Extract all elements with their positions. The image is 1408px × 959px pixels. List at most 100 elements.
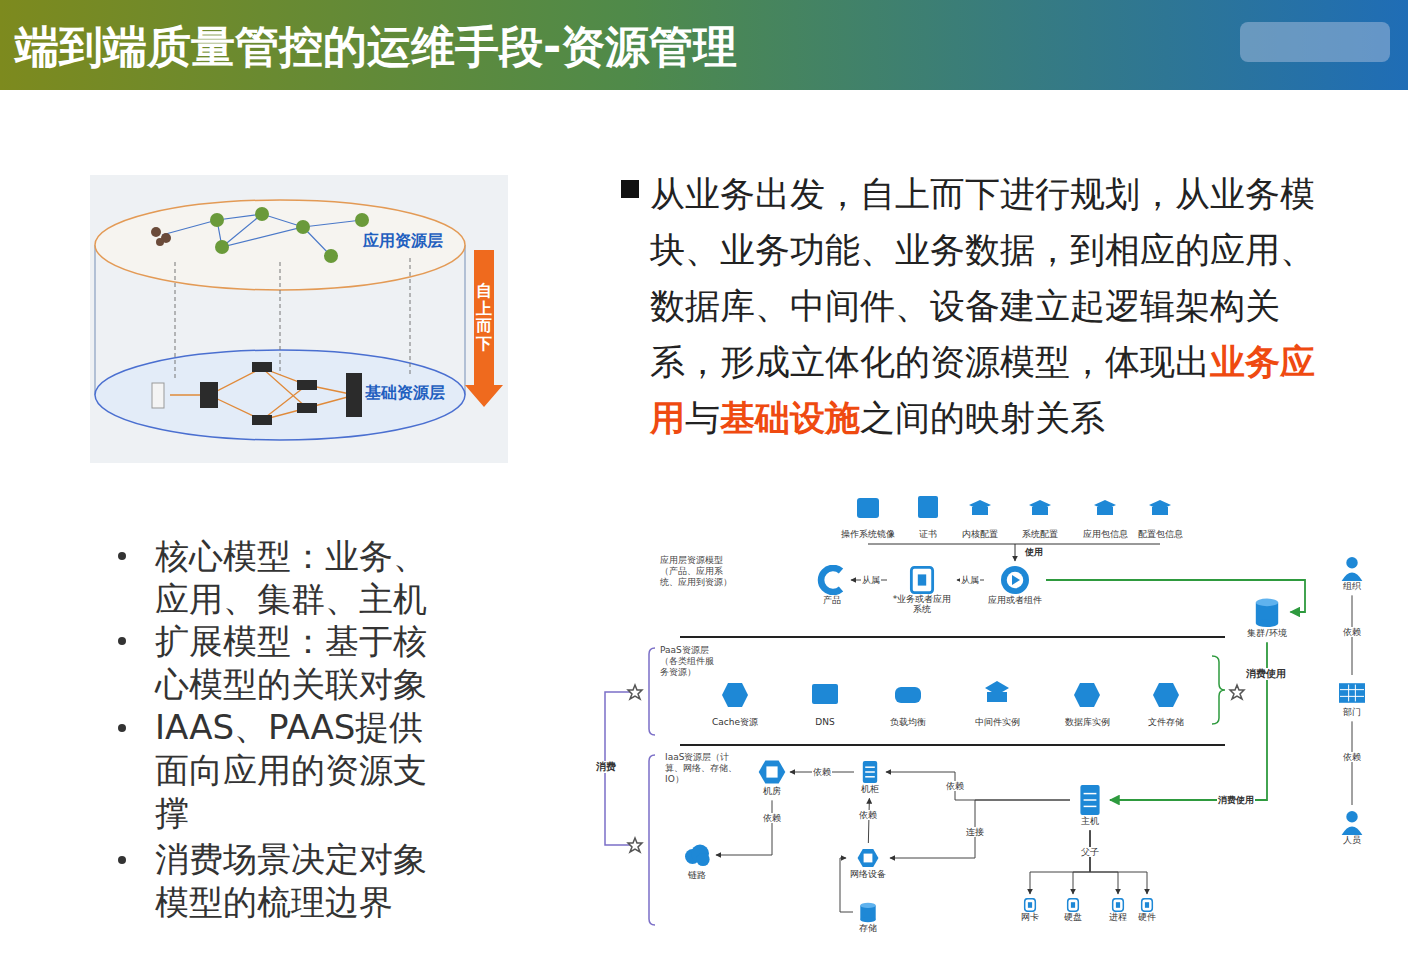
cylinder-illustration <box>151 227 161 237</box>
node-icon <box>908 566 936 594</box>
node-icon <box>1340 696 1364 697</box>
node-icon <box>1346 557 1357 568</box>
resource-node: 链路 <box>680 838 714 882</box>
node-icon <box>1084 806 1097 808</box>
edge-label: 依赖 <box>858 810 878 820</box>
paragraph: 从业务出发，自上而下进行规划，从业务模块、业务功能、业务数据，到相应的应用、数据… <box>650 166 1340 446</box>
node-icon <box>1023 898 1037 912</box>
node-label: 存储 <box>857 923 879 933</box>
connector <box>886 772 1070 800</box>
resource-node: 机柜 <box>856 758 884 796</box>
square-bullet <box>621 180 639 198</box>
node-label: 产品 <box>817 595 847 605</box>
node-icon <box>1142 899 1153 912</box>
node-icon <box>1339 809 1365 835</box>
connector <box>840 858 853 912</box>
node-icon <box>863 761 877 783</box>
logo-blur <box>1240 22 1390 62</box>
use-bracket <box>868 544 1160 561</box>
node-icon <box>821 568 841 592</box>
connector <box>1110 642 1267 800</box>
label: 消费 <box>596 761 616 773</box>
consume-bracket <box>628 685 642 699</box>
node-icon <box>1068 899 1079 912</box>
bullet-text: 核心模型：业务、应用、集群、主机 <box>155 535 455 621</box>
label: 内核配置 <box>962 529 998 540</box>
node-icon <box>1025 899 1036 912</box>
resource-node: 进程 <box>1107 896 1129 924</box>
label: 基础资源层 <box>365 383 445 402</box>
node-icon <box>1346 811 1357 822</box>
node-icon <box>1001 566 1029 594</box>
connector <box>716 800 772 855</box>
paas-consume-brace <box>1230 685 1244 699</box>
label: 中间件实例 <box>975 717 1020 728</box>
node-icon <box>1251 596 1283 628</box>
connector <box>1073 830 1090 894</box>
node-label: 机柜 <box>858 784 882 794</box>
node-icon <box>758 758 786 786</box>
node-icon <box>858 849 879 867</box>
node-icon <box>1012 575 1020 585</box>
paragraph-text: 与 <box>685 398 720 438</box>
bullet-text: 扩展模型：基于核心模型的关联对象 <box>155 620 455 706</box>
node-icon <box>1342 557 1363 581</box>
edge-label: 消费使用 <box>1217 795 1255 805</box>
label: 配置包信息 <box>1138 529 1183 540</box>
label: 负载均衡 <box>890 717 926 728</box>
paas-icons <box>1153 683 1179 707</box>
node-icon <box>860 917 875 922</box>
label: 文件存储 <box>1148 717 1184 728</box>
edge-label: 连接 <box>965 827 985 837</box>
consume-bracket <box>649 648 655 735</box>
bullet-dots <box>118 856 126 864</box>
node-icon <box>863 761 877 783</box>
node-icon <box>1080 785 1099 815</box>
cylinder-illustration <box>200 382 218 408</box>
label: PaaS资源层（各类组件服务资源） <box>660 645 722 677</box>
paas-icons <box>812 684 838 704</box>
resource-node: 存储 <box>855 899 881 935</box>
node-icon <box>918 574 926 585</box>
resource-node: 网卡 <box>1019 896 1041 924</box>
top-row-icons <box>918 496 938 518</box>
node-icon <box>860 903 875 908</box>
label: IaaS资源层（计算、网络、存储、IO） <box>665 752 737 784</box>
node-icon <box>860 903 875 923</box>
resource-node: *业务或者应用系统 <box>889 564 955 617</box>
node-icon <box>1256 599 1278 627</box>
node-icon <box>857 901 879 923</box>
node-icon <box>1001 566 1029 594</box>
node-icon <box>1342 811 1363 835</box>
cylinder-illustration <box>355 213 369 227</box>
title-bar <box>0 0 1408 90</box>
label: Cache资源 <box>712 717 758 728</box>
node-icon <box>1113 899 1124 912</box>
node-icon <box>1339 683 1365 703</box>
label: 应用资源层 <box>363 231 443 250</box>
paas-icons <box>1074 683 1100 707</box>
node-icon <box>1113 899 1124 912</box>
node-label: 硬盘 <box>1064 912 1082 922</box>
edge-label: 从属 <box>960 575 980 585</box>
paragraph-text: 之间的映射关系 <box>860 398 1105 438</box>
paas-icons <box>895 687 921 703</box>
cylinder-illustration <box>200 362 362 425</box>
resource-node: 组织 <box>1337 553 1367 593</box>
bullet-dots <box>118 552 126 560</box>
resource-node: 人员 <box>1337 807 1367 847</box>
edge-label: 父子 <box>1080 847 1100 857</box>
label: 数据库实例 <box>1065 717 1110 728</box>
node-label: 链路 <box>682 870 712 880</box>
consume-bracket <box>628 838 642 852</box>
consume-bracket <box>649 755 655 925</box>
node-icon <box>1145 902 1149 908</box>
connector <box>1352 721 1353 805</box>
label: 操作系统镜像 <box>841 529 895 540</box>
node-icon <box>1111 898 1125 912</box>
node-icon <box>1007 572 1024 589</box>
top-row-icons <box>1032 507 1048 515</box>
resource-node: 集群/环境 <box>1245 594 1288 640</box>
node-icon <box>1071 902 1075 908</box>
